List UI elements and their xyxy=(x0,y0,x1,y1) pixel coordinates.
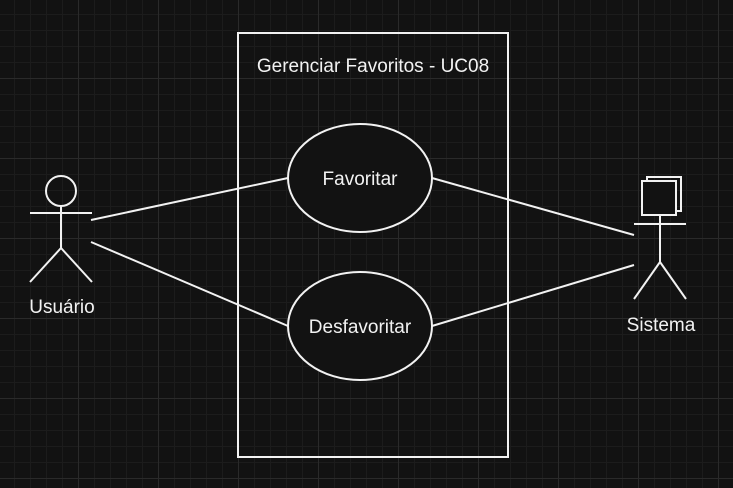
association-user-favoritar[interactable] xyxy=(90,177,289,221)
associations xyxy=(90,177,635,327)
system-actor-icon xyxy=(633,176,687,300)
system-boundary-title: Gerenciar Favoritos - UC08 xyxy=(257,56,489,77)
use-case-ellipse xyxy=(287,123,433,233)
stick-figure-actor-icon xyxy=(29,175,93,283)
use-case-label: Favoritar xyxy=(323,169,399,190)
actor-usuario[interactable]: Usuário xyxy=(29,175,95,318)
actor-label: Sistema xyxy=(627,315,696,336)
association-system-favoritar[interactable] xyxy=(431,177,635,236)
system-boundary[interactable]: Gerenciar Favoritos - UC08 xyxy=(237,32,509,458)
use-case-favoritar[interactable]: Favoritar xyxy=(287,123,433,233)
association-user-desfavoritar[interactable] xyxy=(90,241,289,327)
use-case-ellipse xyxy=(287,271,433,381)
actor-label: Usuário xyxy=(29,297,94,318)
use-case-label: Desfavoritar xyxy=(309,317,412,338)
actor-sistema[interactable]: Sistema xyxy=(627,176,696,336)
use-case-desfavoritar[interactable]: Desfavoritar xyxy=(287,271,433,381)
system-boundary-box xyxy=(237,32,509,458)
association-system-desfavoritar[interactable] xyxy=(431,264,635,327)
